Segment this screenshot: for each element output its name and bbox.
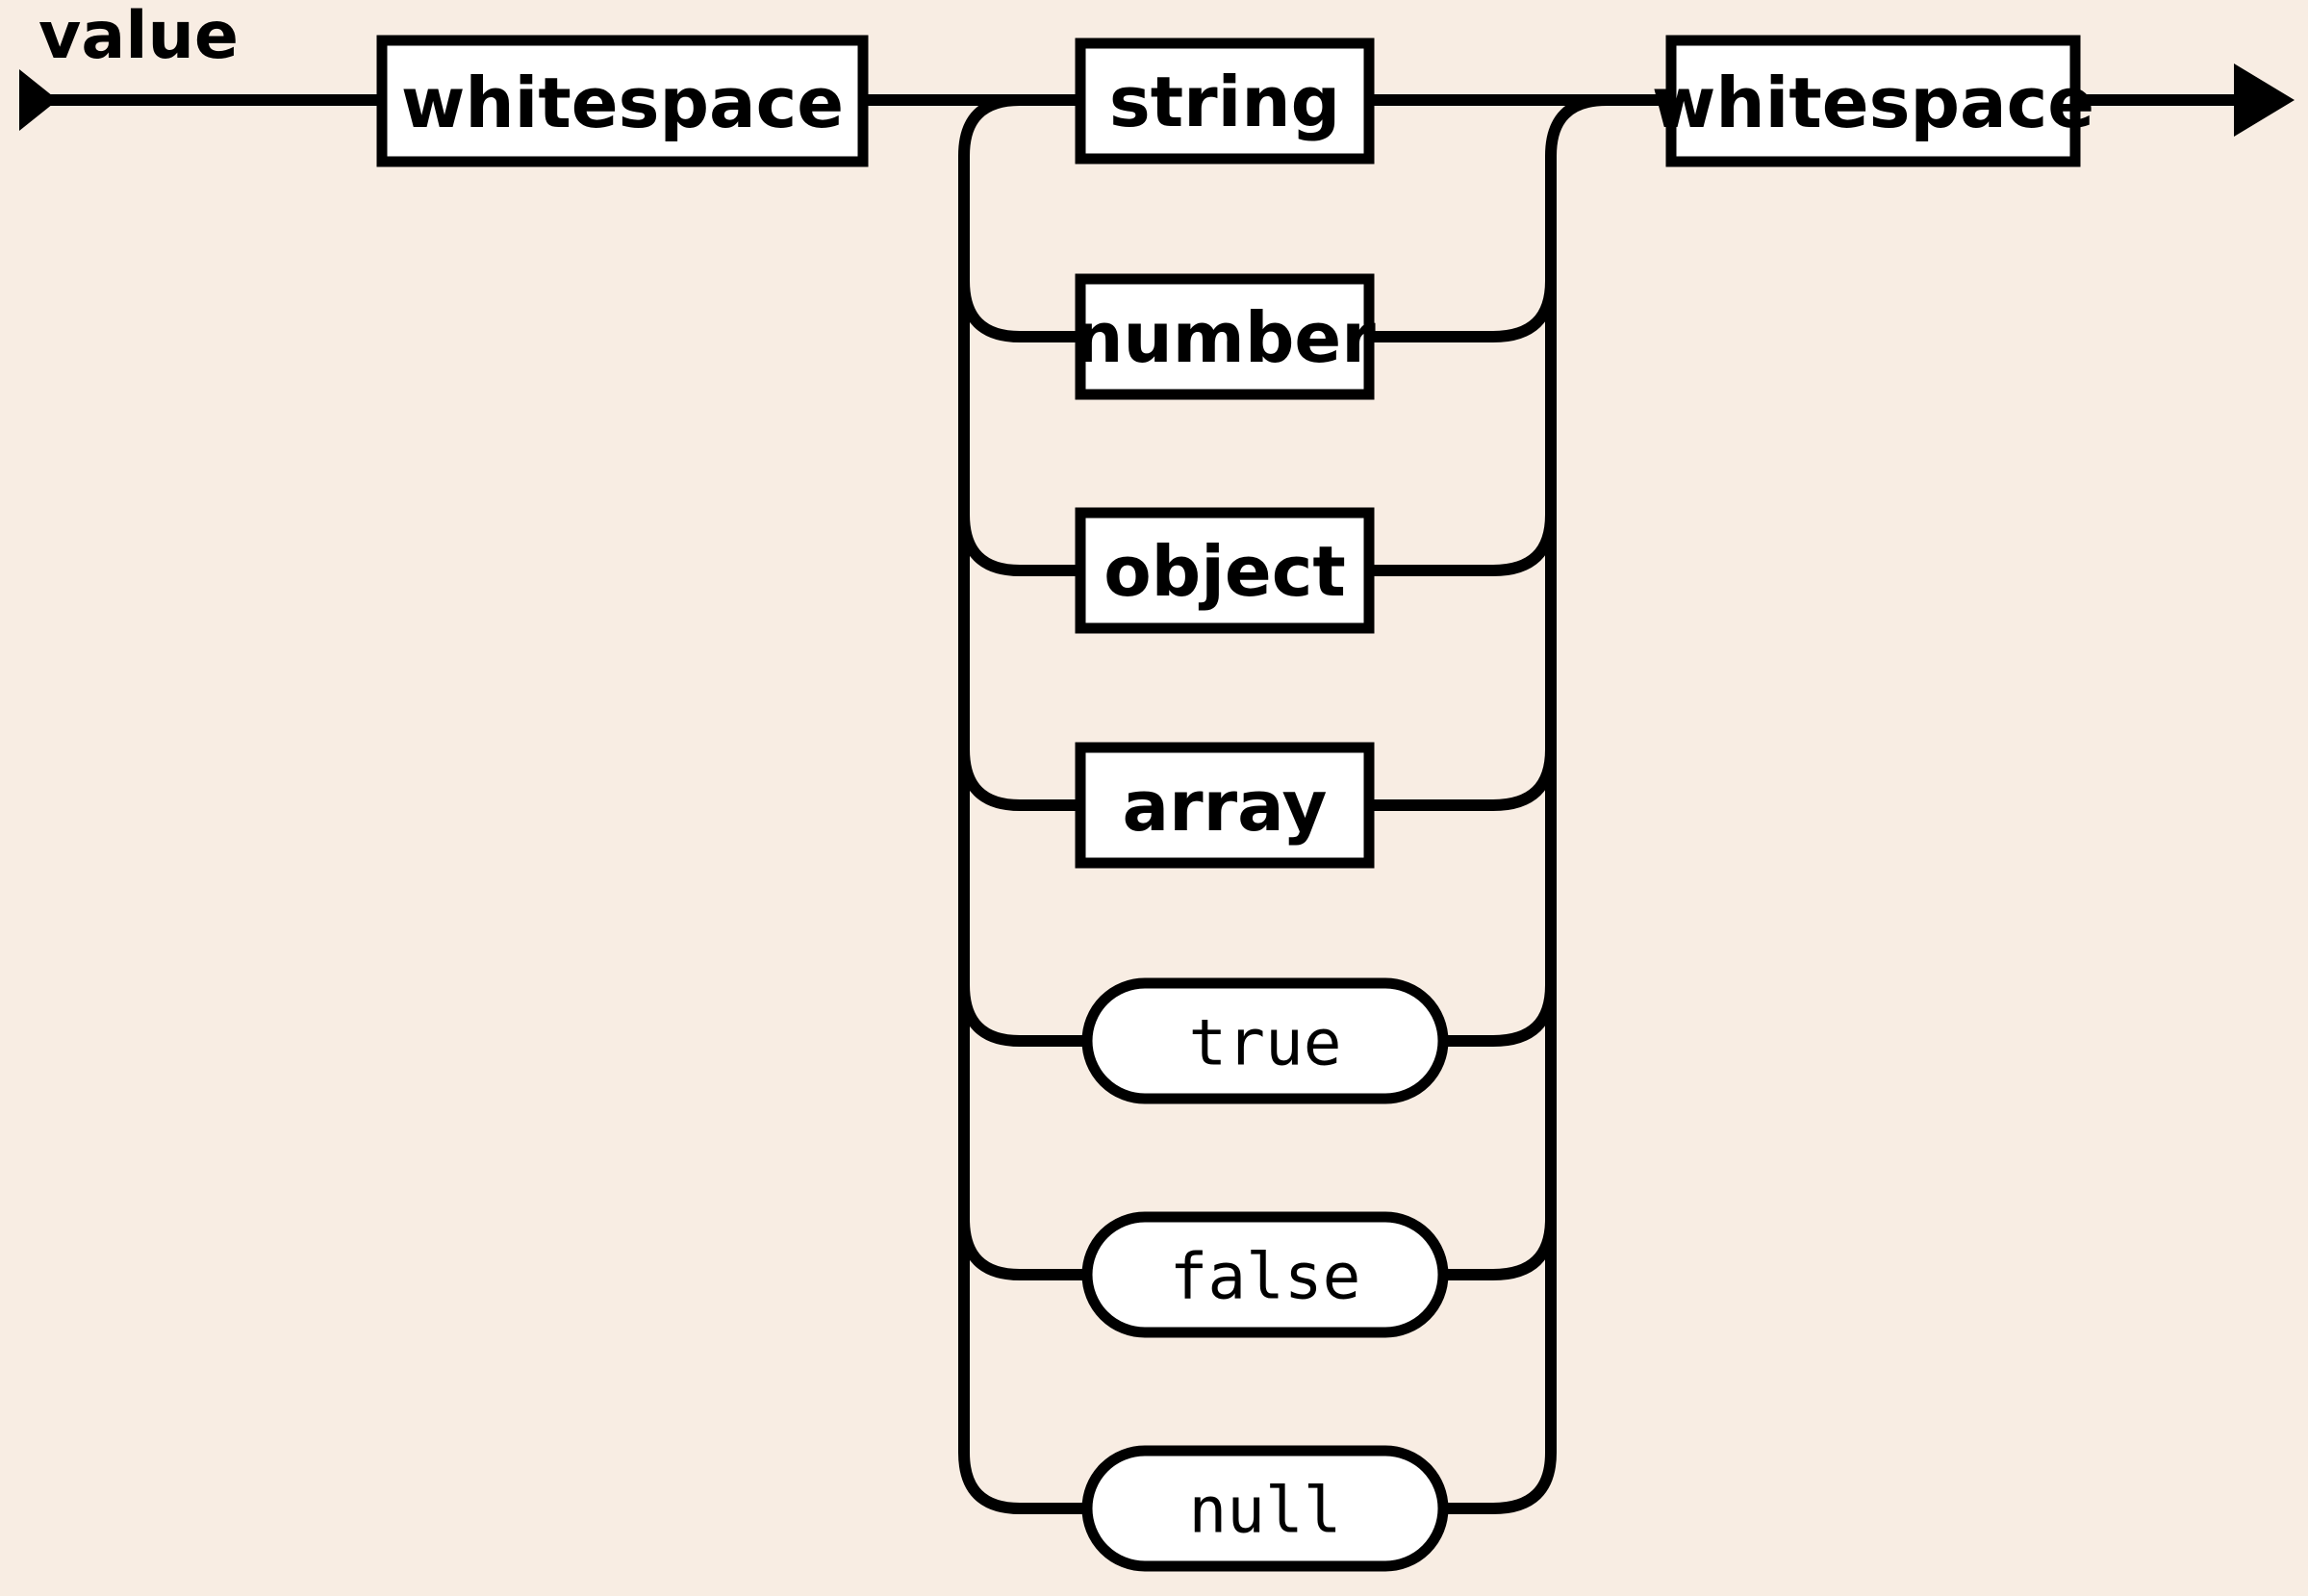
rail-branch-in-number <box>958 280 1080 342</box>
rail-branch-out-object <box>1369 514 1557 576</box>
node-false[interactable]: false <box>1081 1211 1449 1338</box>
node-array[interactable]: array <box>1075 742 1375 869</box>
node-whitespace-left-label: whitespace <box>401 63 844 143</box>
node-true[interactable]: true <box>1081 977 1449 1104</box>
node-number-label: number <box>1074 297 1376 378</box>
rail-branch-in-array <box>958 748 1080 811</box>
rail-branch-out-number <box>1369 280 1557 342</box>
rail-branch-in-true <box>958 984 1087 1047</box>
page-title: value <box>38 0 239 74</box>
node-null-label: null <box>1189 1474 1342 1548</box>
node-string[interactable]: string <box>1075 38 1375 165</box>
node-whitespace-left[interactable]: whitespace <box>376 35 869 167</box>
node-whitespace-right-label: whitespace <box>1652 63 2094 143</box>
node-whitespace-right-box[interactable] <box>1665 35 2081 167</box>
node-true-label: true <box>1189 1006 1342 1080</box>
rail-branch-out-array <box>1369 748 1557 811</box>
rail-branch-in-false <box>958 1218 1087 1280</box>
rail-left-vertical-trunk <box>958 94 1021 1514</box>
rail-branch-out-true <box>1443 984 1557 1047</box>
node-number-box[interactable] <box>1075 273 1375 400</box>
node-array-label: array <box>1123 766 1328 847</box>
node-null[interactable]: null <box>1081 1445 1449 1572</box>
rail-branch-in-object <box>958 514 1080 576</box>
node-whitespace-right[interactable]: whitespace <box>1652 35 2094 167</box>
node-false-label: false <box>1170 1240 1361 1314</box>
node-number[interactable]: number <box>1074 273 1376 400</box>
end-arrow-icon <box>2234 63 2295 137</box>
node-object-box[interactable] <box>1075 507 1375 634</box>
node-array-box[interactable] <box>1075 742 1375 869</box>
node-string-label: string <box>1109 62 1340 142</box>
node-object[interactable]: object <box>1075 507 1375 634</box>
node-object-label: object <box>1103 531 1346 612</box>
rail-branch-out-false <box>1443 1218 1557 1280</box>
